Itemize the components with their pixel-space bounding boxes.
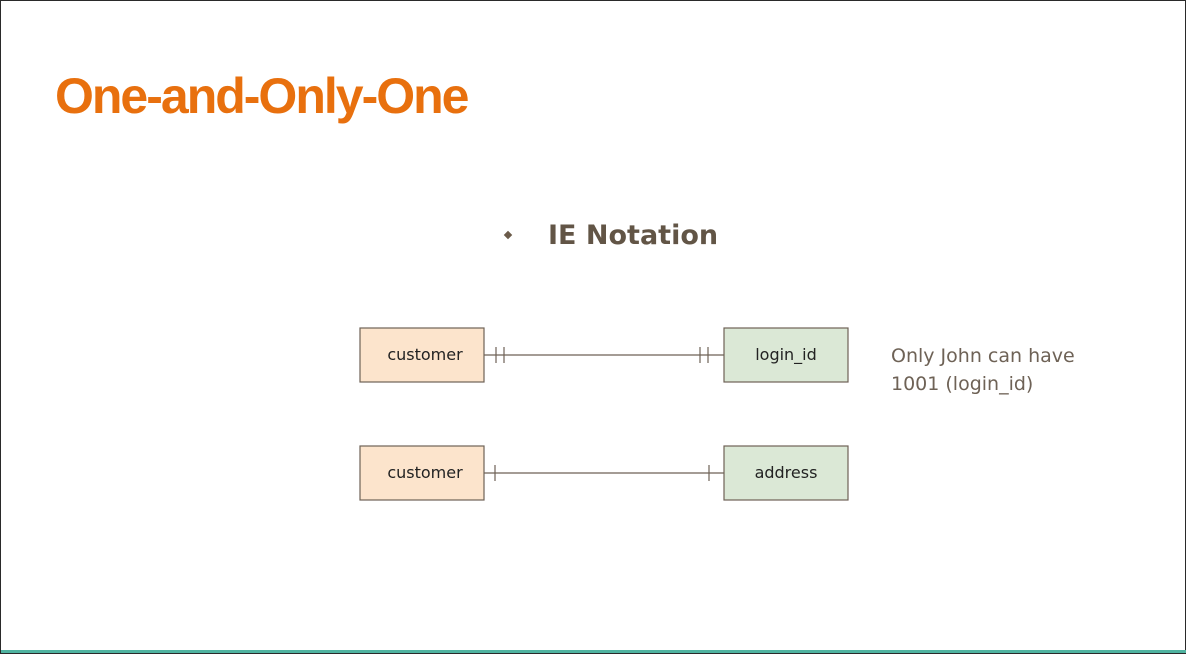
relationship-1: customer login_id (359, 327, 849, 383)
entity-label: customer (387, 463, 463, 482)
entity-label: address (755, 463, 818, 482)
one-and-only-one-marker-right (699, 347, 709, 363)
slide-title: One-and-Only-One (55, 68, 469, 124)
note-line-2: 1001 (login_id) (891, 373, 1034, 395)
relationship-2: customer address (359, 445, 849, 501)
entity-label: login_id (755, 345, 817, 365)
entity-customer-2: customer (359, 445, 485, 501)
one-and-only-one-marker-left (495, 347, 505, 363)
annotation-note: Only John can have 1001 (login_id) (891, 342, 1151, 398)
entity-label: customer (387, 345, 463, 364)
bottom-accent-bar (1, 650, 1186, 653)
note-line-1: Only John can have (891, 345, 1075, 367)
entity-login-id: login_id (723, 327, 849, 383)
entity-customer-1: customer (359, 327, 485, 383)
bullet-text: IE Notation (548, 219, 719, 251)
entity-address: address (723, 445, 849, 501)
bullet-item: IE Notation (503, 215, 719, 255)
